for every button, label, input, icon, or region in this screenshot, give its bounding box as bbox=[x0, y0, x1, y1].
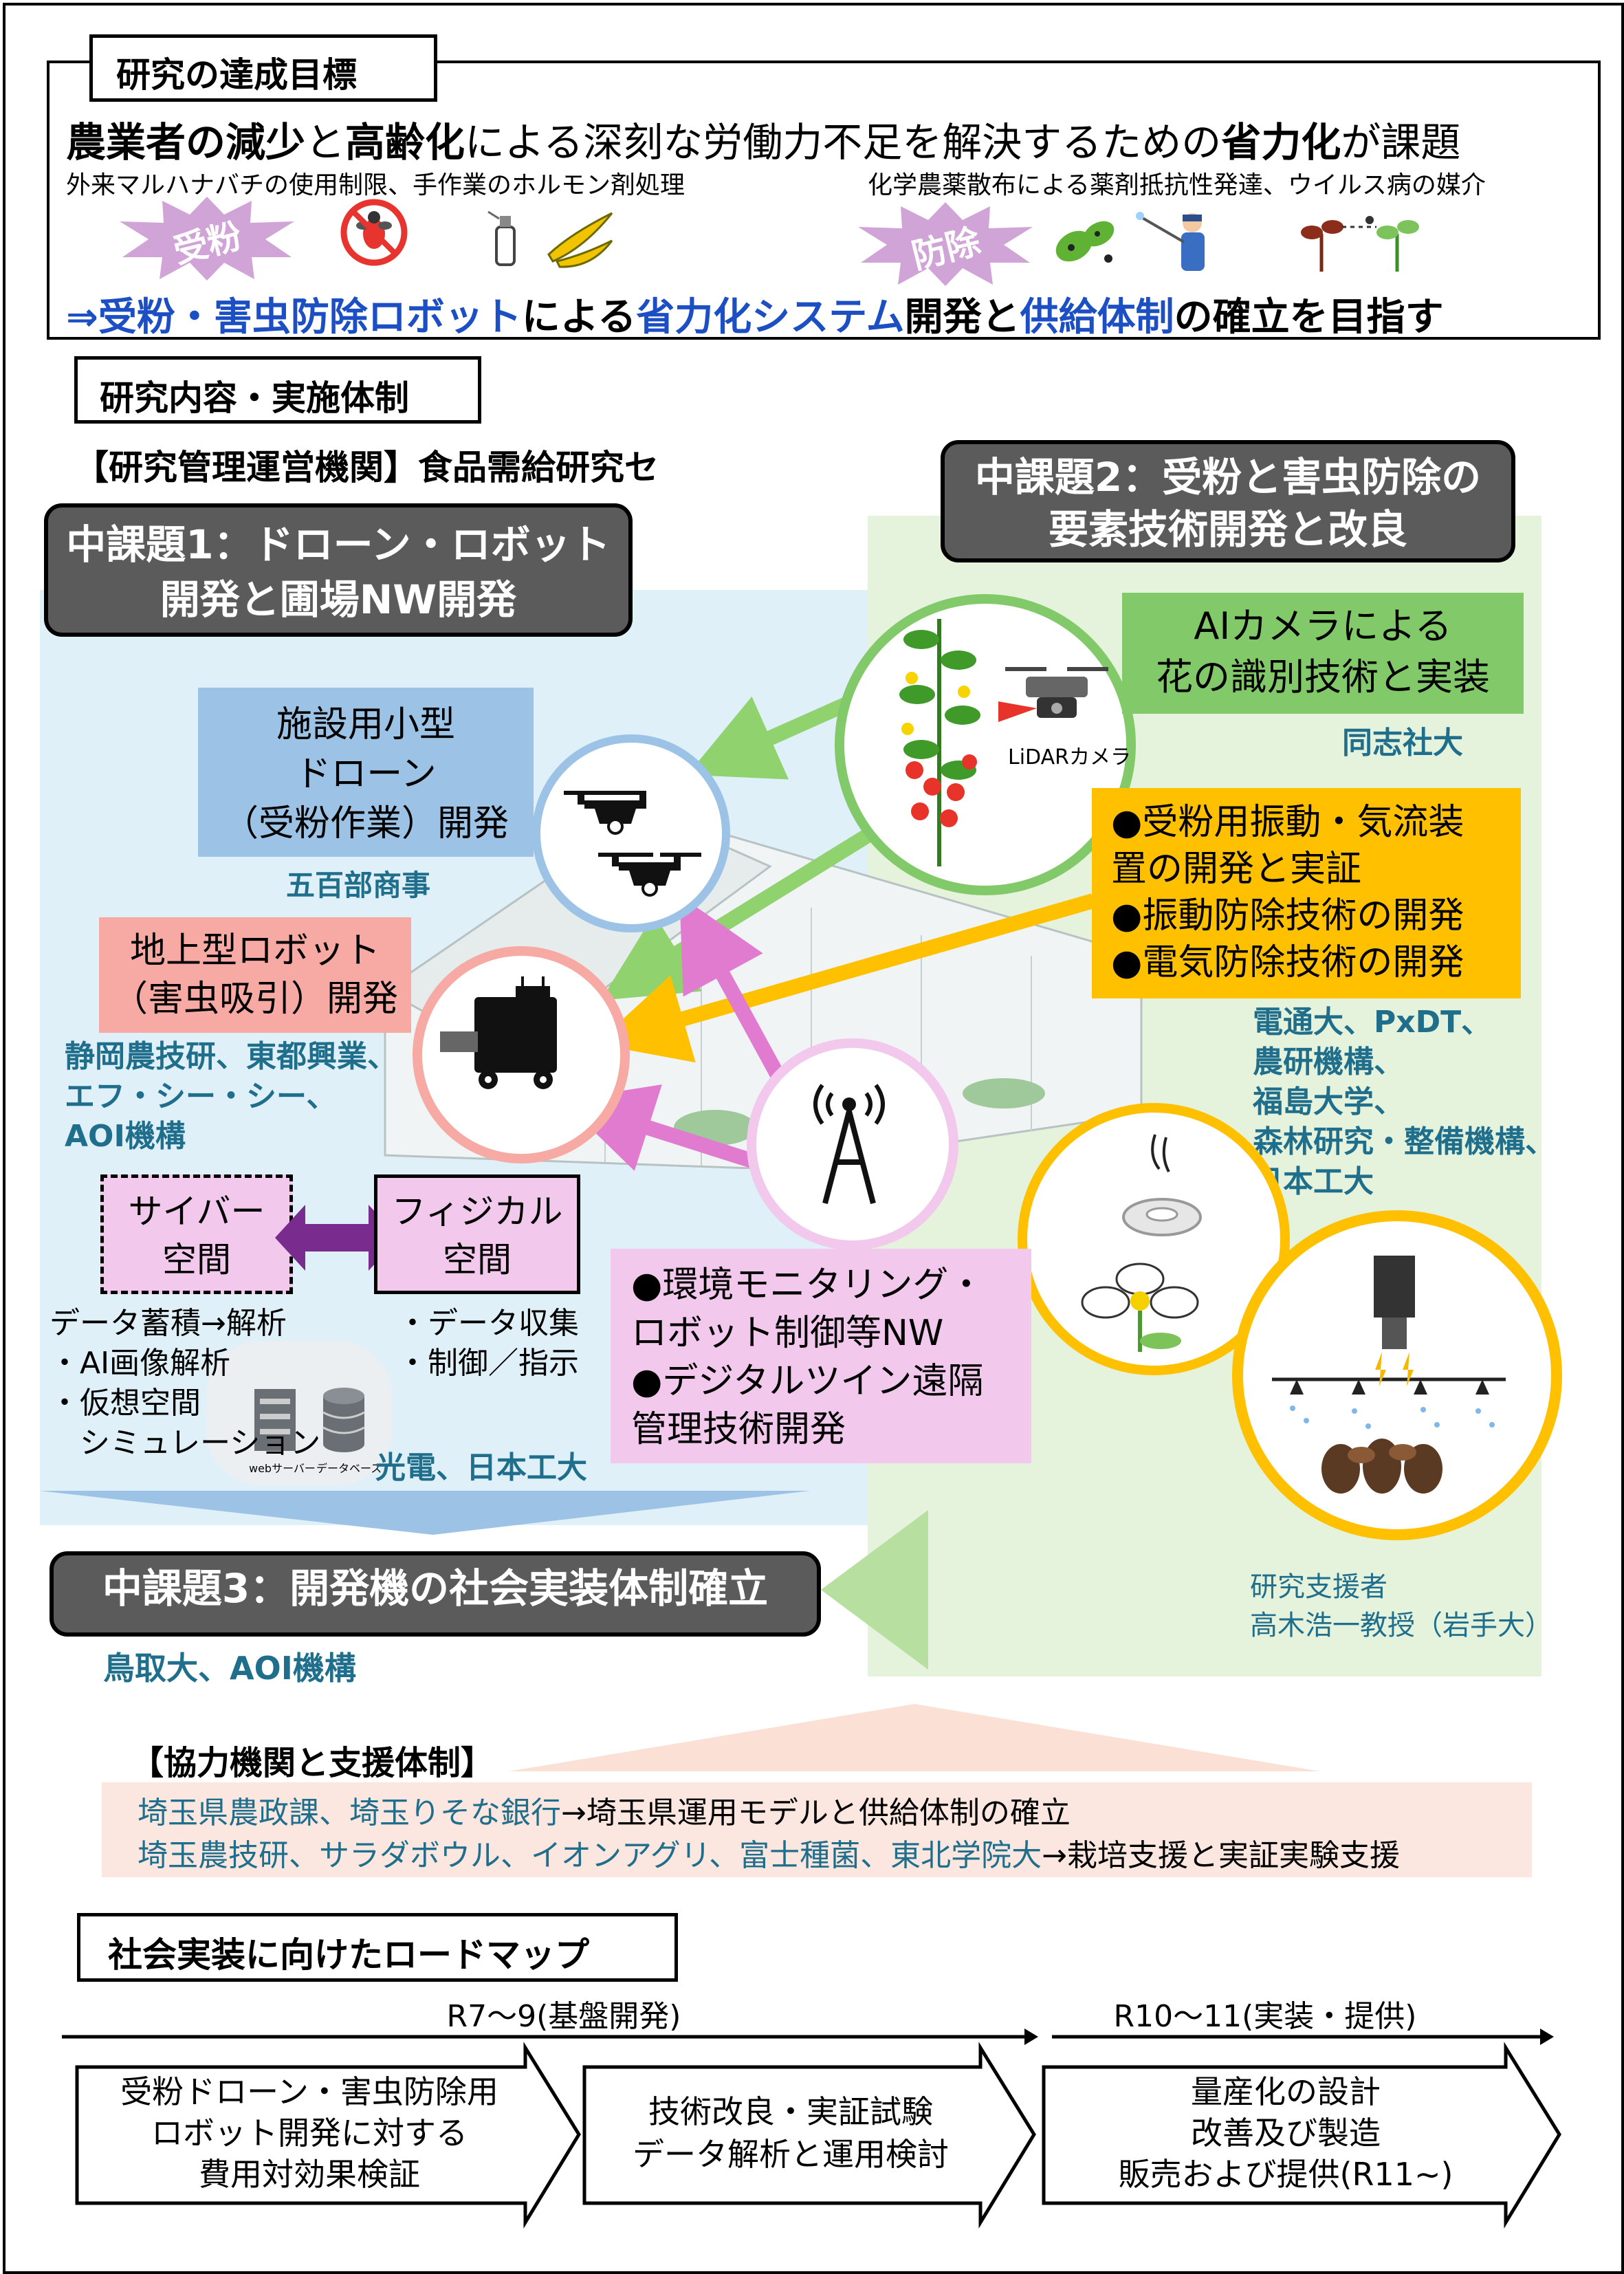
roadmap-phase2-label: R10～11(実装・提供) bbox=[1113, 1999, 1417, 2034]
cooperation-line2: 埼玉農技研、サラダボウル、イオンアグリ、富士種菌、東北学院大→栽培支援と実証実験… bbox=[138, 1838, 1401, 1873]
ground-robot-orgs: 静岡農技研、東都興業、エフ・シー・シー、AOI機構 bbox=[65, 1039, 397, 1154]
virus-plant-icon bbox=[1301, 216, 1419, 272]
ai-camera-org: 同志社大 bbox=[1342, 725, 1463, 761]
roadmap-phase1-label: R7～9(基盤開発) bbox=[446, 1999, 681, 2034]
roadmap-step3-shape bbox=[1042, 2042, 1561, 2229]
research-header: 研究内容・実施体制 bbox=[74, 356, 481, 424]
roadmap-step1-shape bbox=[75, 2042, 581, 2229]
lidar-drone-icon bbox=[998, 667, 1108, 722]
roadmap-step3: 量産化の設計改善及び製造販売および提供(R11~) bbox=[1118, 2073, 1453, 2193]
roadmap-step2: 技術改良・実証試験データ解析と運用検討 bbox=[633, 2093, 949, 2173]
topic2-box: 中課題2：受粉と害虫防除の要素技術開発と改良 bbox=[941, 440, 1515, 562]
roadmap-header: 社会実装に向けたロードマップ bbox=[77, 1913, 678, 1982]
roadmap-step1: 受粉ドローン・害虫防除用ロボット開発に対する費用対効果検証 bbox=[120, 2073, 498, 2193]
spray-icon bbox=[487, 210, 516, 266]
ion-generator-icon bbox=[1122, 1134, 1202, 1236]
cooperation-band bbox=[102, 1782, 1532, 1877]
pollination-box: ●受粉用振動・気流装置の開発と実証●振動防除技術の開発●電気防除技術の開発 bbox=[1092, 788, 1521, 998]
robot-icon bbox=[440, 976, 557, 1089]
management-org: 【研究管理運営機関】食品需給研究セ bbox=[74, 448, 659, 488]
spraying-farmer-icon bbox=[1136, 212, 1205, 271]
goal-header: 研究の達成目標 bbox=[89, 34, 437, 102]
cyber-physical-link-icon bbox=[275, 1205, 399, 1271]
db-label: データベース bbox=[316, 1462, 382, 1475]
bee-prohibited-icon bbox=[340, 199, 408, 266]
server-label: webサーバー bbox=[249, 1462, 316, 1475]
cooperation-header: 【協力機関と支援体制】 bbox=[131, 1744, 494, 1782]
electric-trap-icon bbox=[1272, 1256, 1506, 1494]
cooperation-line1: 埼玉県農政課、埼玉りそな銀行→埼玉県運用モデルと供給体制の確立 bbox=[138, 1795, 1071, 1830]
flower-icon bbox=[1081, 1262, 1199, 1352]
pest-control-burst bbox=[858, 202, 1033, 286]
drone-icon bbox=[564, 791, 701, 897]
leaf-pest-icon bbox=[1055, 221, 1115, 263]
physical-items: ・データ収集・制御／指示 bbox=[397, 1306, 579, 1381]
goal-note-left: 外来マルハナバチの使用制限、手作業のホルモン剤処理 bbox=[66, 171, 685, 199]
banana-hormone-icon bbox=[547, 212, 613, 268]
network-box: ●環境モニタリング・ロボット制御等NW●デジタルツイン遠隔管理技術開発 bbox=[611, 1249, 1031, 1463]
drone-org: 五百部商事 bbox=[286, 868, 431, 902]
page-frame bbox=[3, 3, 1624, 2274]
goal-conclusion: ⇒受粉・害虫防除ロボットによる省力化システム開発と供給体制の確立を目指す bbox=[66, 295, 1444, 340]
cyber-items: データ蓄積→解析・AI画像解析・仮想空間 シミュレーション bbox=[50, 1306, 321, 1461]
physical-space-box: フィジカル空間 bbox=[374, 1174, 580, 1294]
goal-panel bbox=[47, 61, 1601, 340]
research-header-text: 研究内容・実施体制 bbox=[100, 378, 409, 418]
cyber-space-box: サイバー空間 bbox=[100, 1174, 293, 1294]
server-icon bbox=[254, 1389, 296, 1451]
goal-header-text: 研究の達成目標 bbox=[116, 55, 357, 95]
ground-robot-box: 地上型ロボット（害虫吸引）開発 bbox=[99, 917, 411, 1033]
goal-headline: 農業者の減少と高齢化による深刻な労働力不足を解決するための省力化が課題 bbox=[66, 119, 1461, 166]
pollination-burst bbox=[120, 197, 294, 281]
ai-camera-box: AIカメラによる花の識別技術と実装 bbox=[1122, 593, 1524, 714]
topic3-box: 中課題3：開発機の社会実装体制確立 bbox=[50, 1551, 821, 1637]
goal-note-right: 化学農薬散布による薬剤抵抗性発達、ウイルス病の媒介 bbox=[868, 171, 1486, 199]
lidar-label: LiDARカメラ bbox=[1008, 745, 1131, 769]
database-icon bbox=[322, 1388, 365, 1452]
topic1-box: 中課題1：ドローン・ロボット開発と圃場NW開発 bbox=[44, 503, 633, 637]
roadmap-header-text: 社会実装に向けたロードマップ bbox=[108, 1935, 589, 1975]
pollination-orgs: 電通大、PxDT、農研機構、福島大学、森林研究・整備機構、日本工大 bbox=[1253, 1005, 1555, 1199]
cyber-org: 光電、日本工大 bbox=[375, 1450, 587, 1485]
drone-dev-box: 施設用小型ドローン（受粉作業）開発 bbox=[198, 688, 534, 857]
antenna-icon bbox=[813, 1084, 885, 1205]
topic3-org: 鳥取大、AOI機構 bbox=[103, 1650, 356, 1687]
roadmap-step2-shape bbox=[582, 2042, 1036, 2229]
support-researcher: 研究支援者高木浩一教授（岩手大） bbox=[1250, 1571, 1552, 1641]
tomato-plant-icon bbox=[899, 619, 980, 866]
